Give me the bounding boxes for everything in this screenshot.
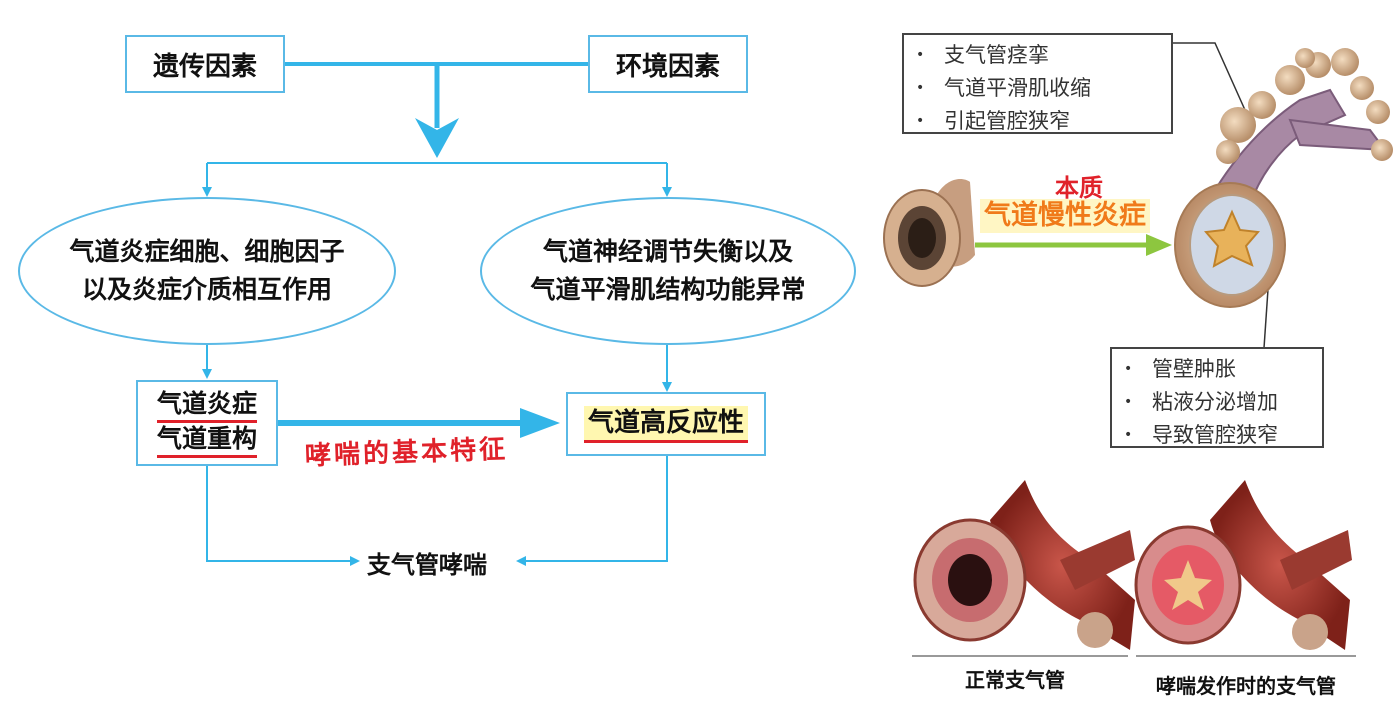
swelling-note-text: 粘液分泌增加 bbox=[1152, 390, 1278, 414]
inflamed-bronchus-cross-section bbox=[1174, 182, 1286, 308]
asthma-bronchus-caption: 哮喘发作时的支气管 bbox=[1156, 674, 1336, 698]
thick-arrow-head bbox=[520, 408, 560, 438]
asthma-bronchus-drawing bbox=[1134, 480, 1356, 657]
normal-bronchus-drawing bbox=[912, 480, 1135, 657]
inflammation-remodeling-box: 气道炎症 气道重构 bbox=[136, 380, 278, 466]
oval-right-line-1: 气道神经调节失衡以及 bbox=[542, 237, 793, 266]
left-to-asthma bbox=[206, 466, 360, 566]
genetic-factor-label: 遗传因素 bbox=[152, 51, 257, 82]
small-bronchus-tube bbox=[883, 179, 975, 287]
environment-factor-label: 环境因素 bbox=[615, 51, 720, 82]
normal-bronchus-caption: 正常支气管 bbox=[965, 668, 1065, 692]
hyperresponsiveness-box: 气道高反应性 bbox=[566, 392, 766, 456]
spasm-note-text: 支气管痉挛 bbox=[944, 43, 1049, 67]
hyperresponsiveness-label: 气道高反应性 bbox=[583, 405, 748, 443]
neural-regulation-oval: 气道神经调节失衡以及 气道平滑肌结构功能异常 bbox=[480, 197, 856, 345]
top-note-leader bbox=[1173, 42, 1246, 111]
swelling-note-item: •管壁肿胀 bbox=[1124, 353, 1310, 386]
asthma-label: 支气管哮喘 bbox=[367, 551, 487, 579]
spasm-note-item: •支气管痉挛 bbox=[916, 39, 1159, 72]
main-down-arrowhead bbox=[415, 118, 459, 158]
right-to-asthma bbox=[516, 456, 668, 566]
spasm-note-box: •支气管痉挛 •气道平滑肌收缩 •引起管腔狭窄 bbox=[902, 33, 1173, 134]
spasm-note-text: 引起管腔狭窄 bbox=[944, 109, 1070, 133]
swelling-note-box: •管壁肿胀 •粘液分泌增加 •导致管腔狭窄 bbox=[1110, 347, 1324, 448]
handwritten-essence-label: 本质 bbox=[1055, 173, 1103, 202]
chronic-inflammation-label: 气道慢性炎症 bbox=[980, 199, 1150, 233]
spasm-note-item: •气道平滑肌收缩 bbox=[916, 72, 1159, 105]
inflammation-label: 气道炎症 bbox=[156, 388, 257, 423]
spasm-note-text: 气道平滑肌收缩 bbox=[944, 76, 1091, 100]
oval-right-line-2: 气道平滑肌结构功能异常 bbox=[530, 275, 806, 304]
inflammation-arrow-head bbox=[1146, 234, 1172, 256]
swelling-note-item: •粘液分泌增加 bbox=[1124, 386, 1310, 419]
oval-left-line-2: 以及炎症介质相互作用 bbox=[81, 275, 332, 304]
remodeling-label: 气道重构 bbox=[156, 423, 257, 458]
swelling-note-text: 管壁肿胀 bbox=[1152, 357, 1236, 381]
swelling-note-text: 导致管腔狭窄 bbox=[1152, 423, 1278, 447]
swelling-note-item: •导致管腔狭窄 bbox=[1124, 419, 1310, 452]
inflammatory-cells-oval: 气道炎症细胞、细胞因子 以及炎症介质相互作用 bbox=[18, 197, 396, 345]
bronchial-tree bbox=[1213, 48, 1393, 207]
genetic-factor-box: 遗传因素 bbox=[125, 35, 285, 93]
spasm-note-item: •引起管腔狭窄 bbox=[916, 105, 1159, 138]
environment-factor-box: 环境因素 bbox=[588, 35, 748, 93]
oval-left-line-1: 气道炎症细胞、细胞因子 bbox=[69, 237, 345, 266]
